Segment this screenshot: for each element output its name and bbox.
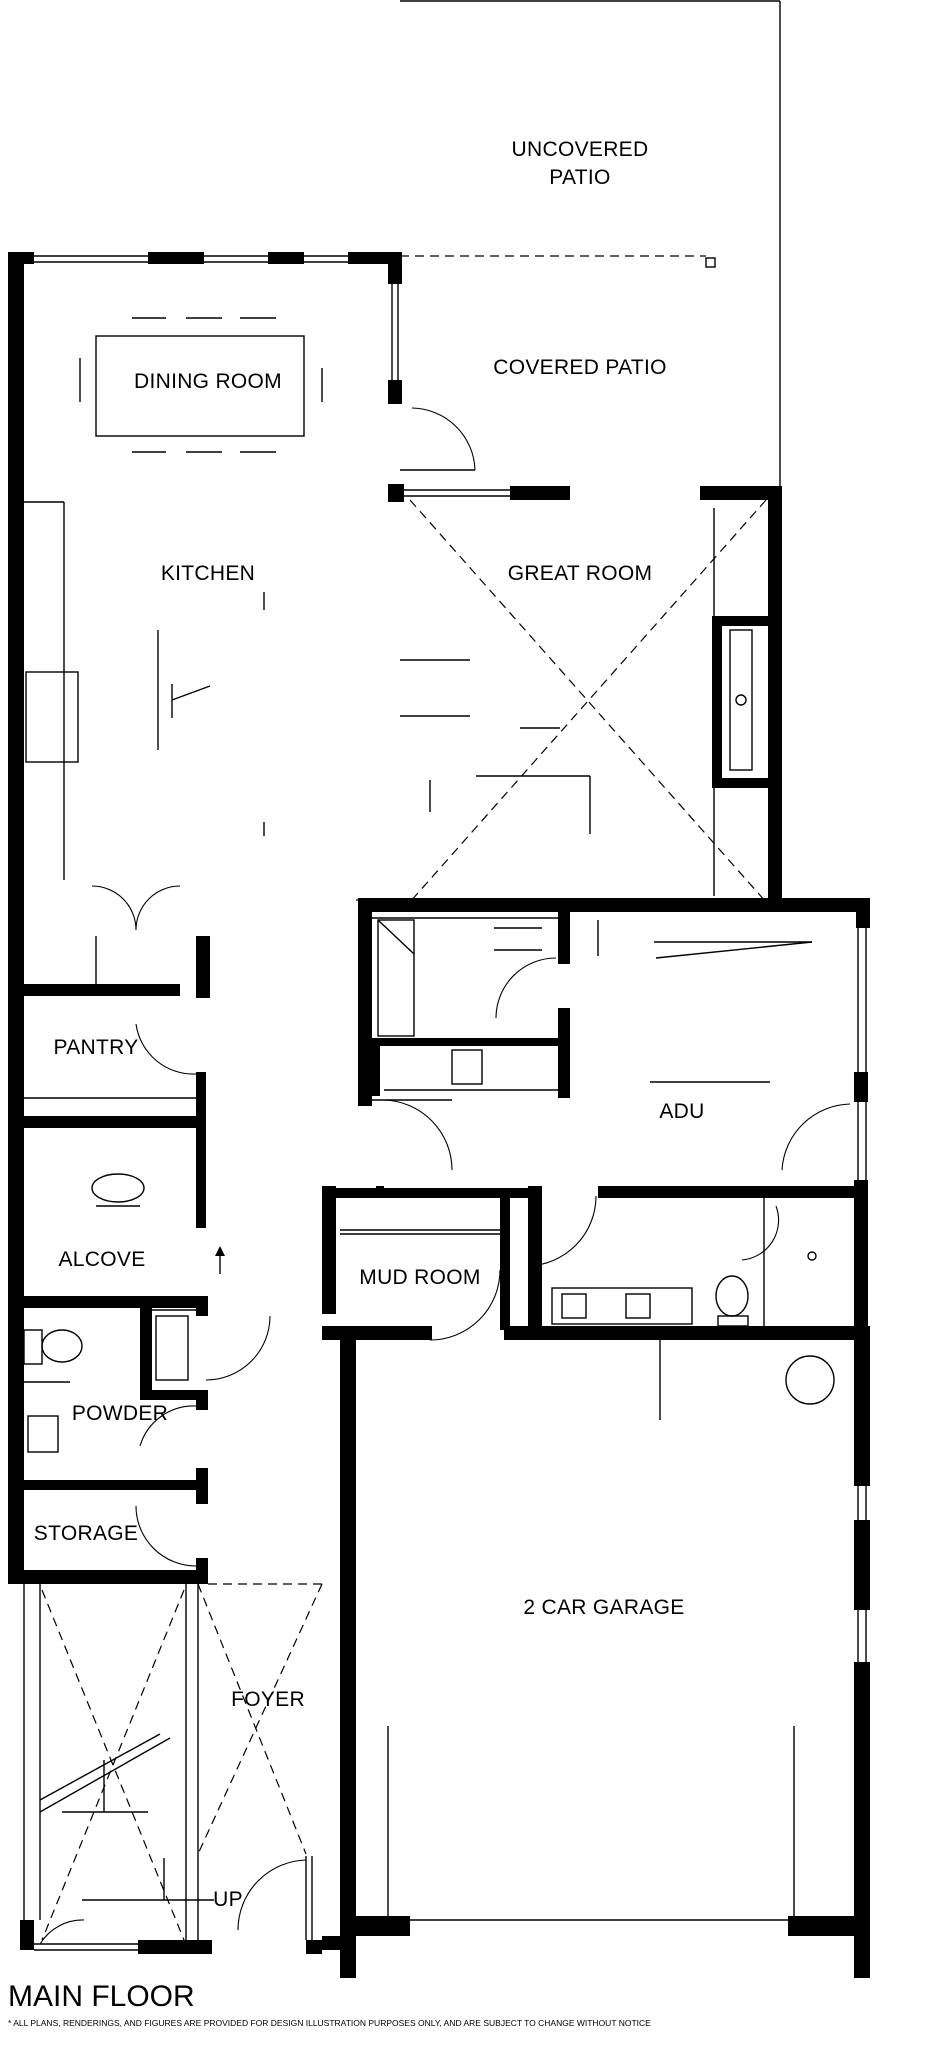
plan-title: MAIN FLOOR	[8, 1980, 195, 2013]
bath-fixtures	[551, 1251, 817, 1327]
foyer-ceiling-lines	[41, 1583, 323, 1941]
staircase	[39, 1733, 214, 1901]
door-swings	[39, 885, 851, 1945]
uncovered-patio-label-line1: UNCOVERED	[512, 138, 649, 161]
adu-fixtures	[377, 919, 813, 1091]
storage-label: STORAGE	[34, 1522, 138, 1545]
great-room-label: GREAT ROOM	[508, 562, 653, 585]
mud-room-label: MUD ROOM	[359, 1266, 480, 1289]
disclaimer-note: * ALL PLANS, RENDERINGS, AND FIGURES ARE…	[8, 2018, 651, 2028]
walls	[8, 252, 870, 1978]
powder-fixtures	[23, 1315, 189, 1453]
patio-outline	[400, 0, 781, 488]
garage-fixtures	[659, 1340, 835, 1420]
adu-label: ADU	[659, 1100, 704, 1123]
stair-up-label: UP	[213, 1888, 243, 1911]
covered-patio-label: COVERED PATIO	[493, 356, 666, 379]
uncovered-patio-label-line2: PATIO	[549, 166, 610, 189]
kitchen-label: KITCHEN	[161, 562, 255, 585]
vaulted-ceiling-lines	[356, 499, 780, 903]
room-labels: UNCOVERED PATIO COVERED PATIO DINING ROO…	[34, 138, 705, 1911]
alcove-chair	[11, 1173, 145, 1278]
garage-label: 2 CAR GARAGE	[523, 1596, 684, 1619]
dining-room-label: DINING ROOM	[134, 370, 282, 393]
alcove-label: ALCOVE	[59, 1248, 146, 1271]
dining-table	[79, 317, 323, 453]
powder-label: POWDER	[72, 1402, 168, 1425]
kitchen-fixtures	[24, 501, 591, 880]
stair-arrow-icon	[215, 1246, 225, 1274]
pantry-label: PANTRY	[53, 1036, 138, 1059]
foyer-label: FOYER	[231, 1688, 305, 1711]
